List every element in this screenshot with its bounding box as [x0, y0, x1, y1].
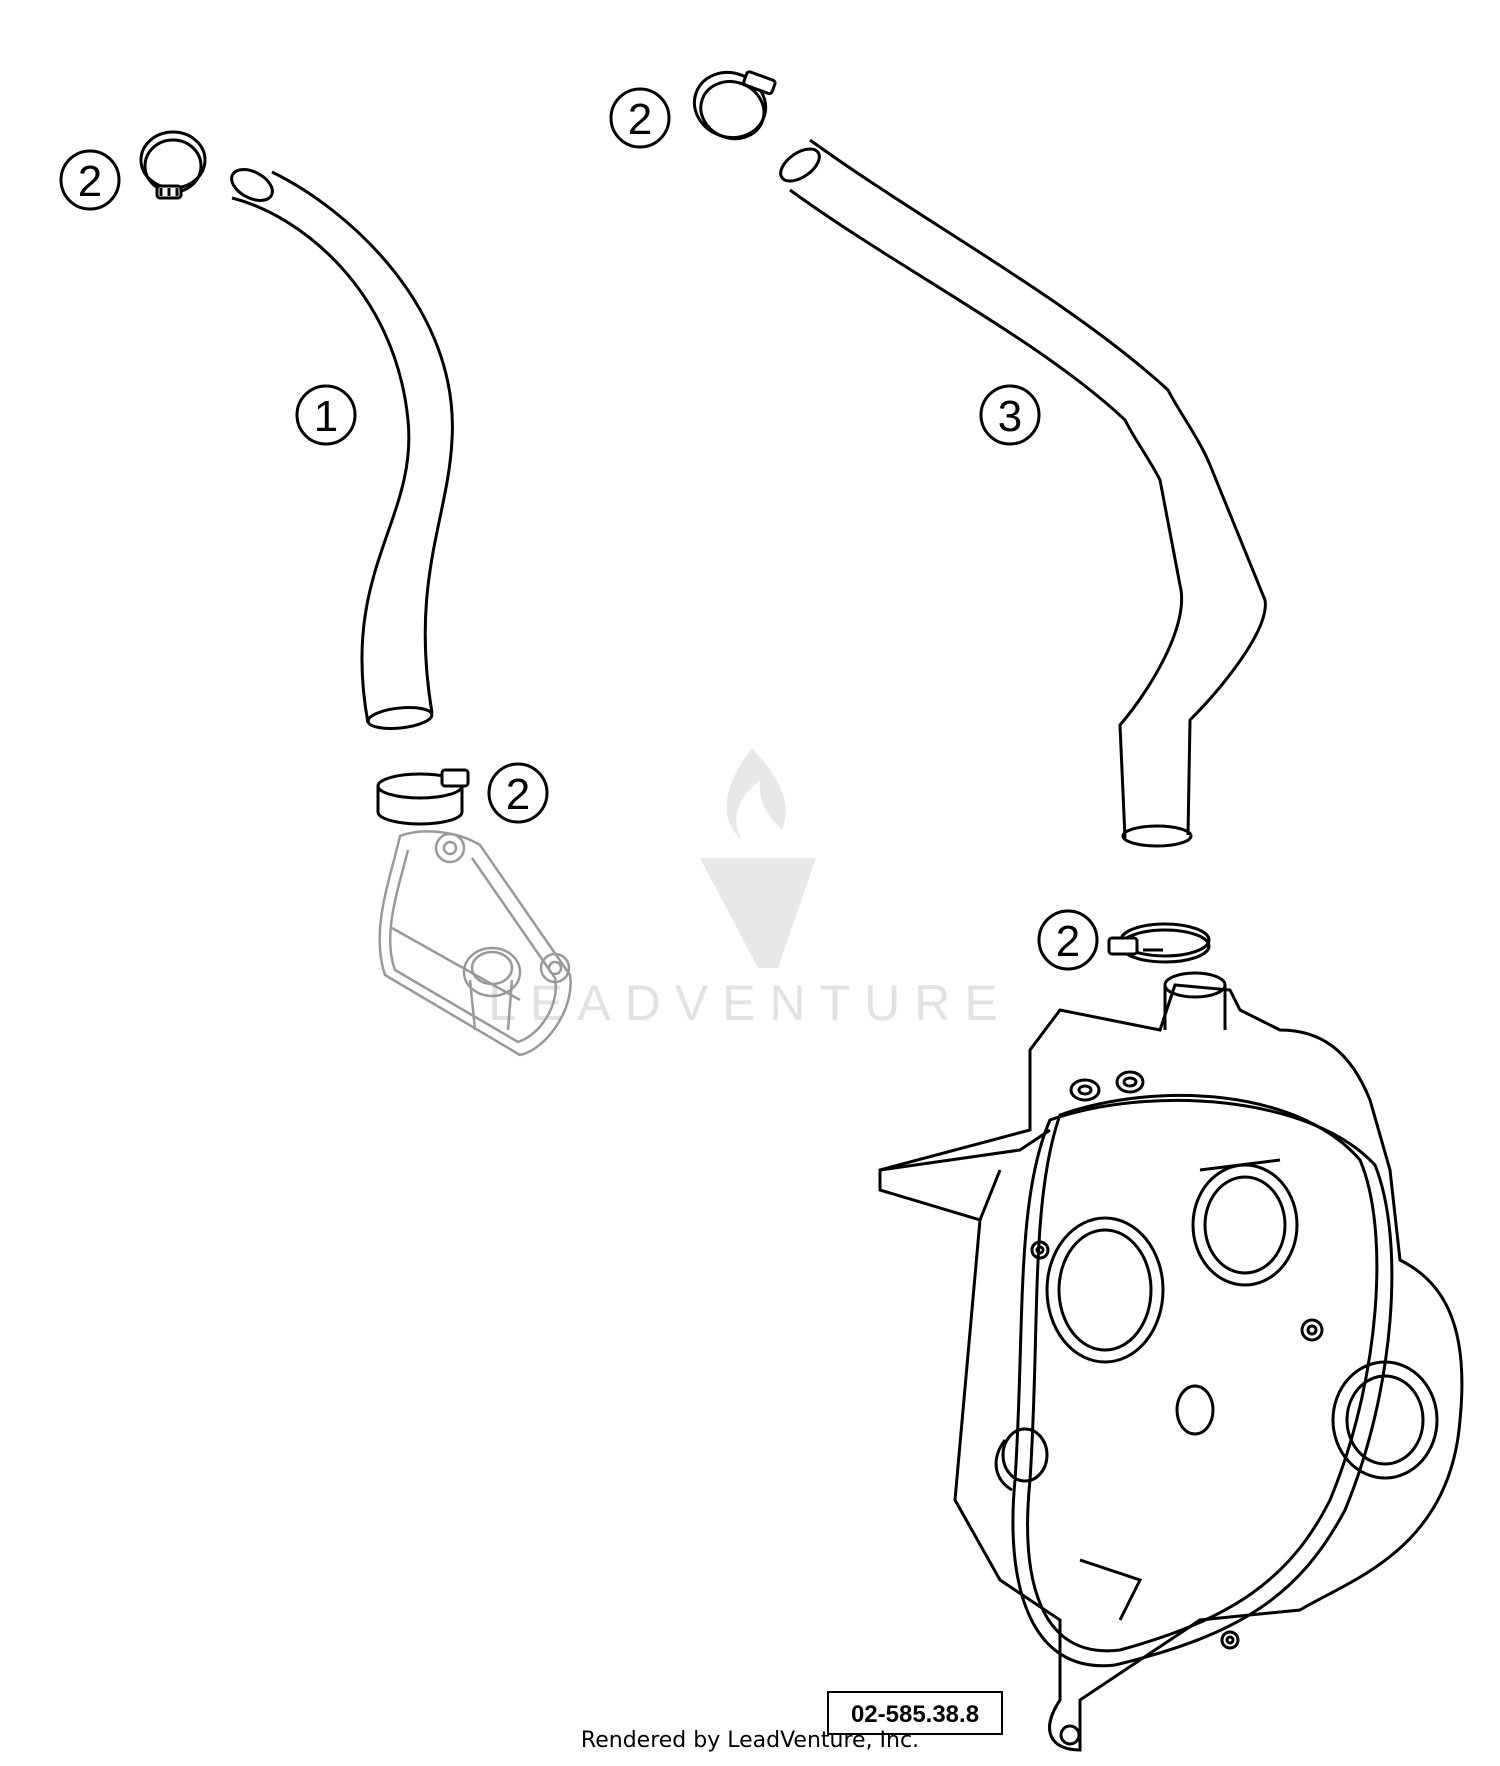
- footer-credit: Rendered by LeadVenture, Inc.: [580, 1728, 920, 1753]
- svg-text:2: 2: [1056, 917, 1080, 966]
- svg-text:02-585.38.8: 02-585.38.8: [851, 1701, 979, 1728]
- svg-text:2: 2: [506, 770, 530, 819]
- flame-logo-icon: [700, 748, 816, 968]
- callout-2-middle-right: 2: [1037, 909, 1099, 971]
- hose-1: [230, 168, 454, 730]
- callout-2-middle-left: 2: [487, 762, 549, 824]
- hose-clamp-top-right: [692, 70, 777, 141]
- svg-text:2: 2: [628, 95, 652, 144]
- engine-case: [878, 971, 1464, 1752]
- hose-clamp-middle-right: [1107, 922, 1211, 964]
- svg-text:3: 3: [998, 392, 1022, 441]
- callout-3: 3: [979, 384, 1041, 446]
- leadventure-watermark: LEADVENTURE: [488, 748, 1012, 1031]
- callout-1: 1: [295, 384, 357, 446]
- svg-text:2: 2: [78, 157, 102, 206]
- watermark-text: LEADVENTURE: [488, 975, 1012, 1031]
- hose-3: [779, 138, 1267, 848]
- diagram-code-label: 02-585.38.8: [827, 1691, 1003, 1735]
- hose-clamp-top-left: [139, 130, 207, 200]
- callout-2-top-left: 2: [59, 149, 121, 211]
- callout-2-top-right: 2: [609, 87, 671, 149]
- water-pump-cover: [378, 830, 572, 1057]
- hose-clamp-middle-left: [376, 768, 470, 826]
- svg-text:1: 1: [314, 392, 338, 441]
